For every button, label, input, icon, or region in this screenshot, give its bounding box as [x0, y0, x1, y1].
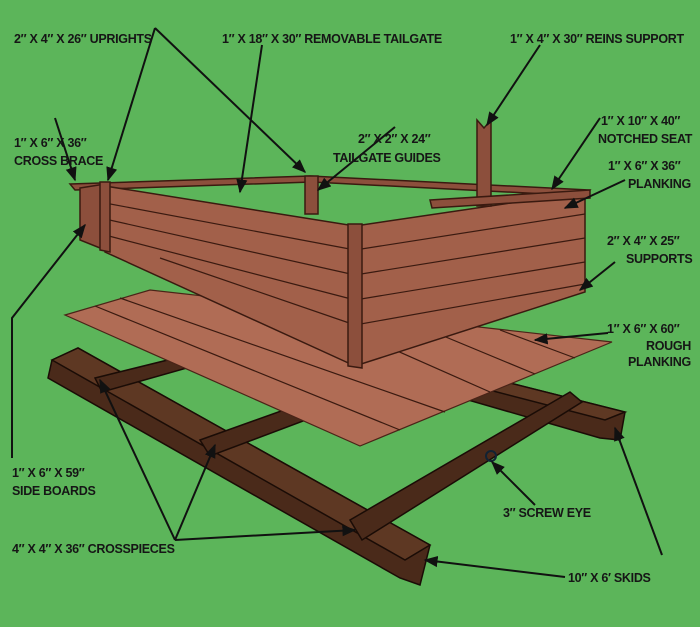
reins-support: [476, 118, 492, 207]
leader-lines: [11, 27, 663, 578]
upright-front: [347, 223, 363, 369]
label-planking-2: PLANKING: [628, 177, 691, 191]
label-notched-seat: 1″ X 10″ X 40″: [601, 114, 680, 128]
label-cross-brace: 1″ X 6″ X 36″: [14, 136, 87, 150]
label-tailgate-guides-2: TAILGATE GUIDES: [333, 151, 441, 165]
label-screw-eye: 3″ SCREW EYE: [503, 506, 591, 520]
label-uprights: 2″ X 4″ X 26″ UPRIGHTS: [14, 32, 152, 46]
label-supports: 2″ X 4″ X 25″: [607, 234, 680, 248]
label-crosspieces: 4″ X 4″ X 36″ CROSSPIECES: [12, 542, 175, 556]
label-side-boards: 1″ X 6″ X 59″: [12, 466, 85, 480]
front-crosspiece: [348, 391, 584, 542]
labels: 2″ X 4″ X 26″ UPRIGHTS 1″ X 18″ X 30″ RE…: [12, 32, 693, 585]
label-notched-seat-2: NOTCHED SEAT: [598, 132, 693, 146]
side-board-seams: [104, 202, 586, 326]
label-rough-planking-3: PLANKING: [628, 355, 691, 369]
tailgate-guide: [304, 175, 319, 215]
label-planking: 1″ X 6″ X 36″: [608, 159, 681, 173]
label-reins-support: 1″ X 4″ X 30″ REINS SUPPORT: [510, 32, 684, 46]
label-rough-planking: 1″ X 6″ X 60″: [607, 322, 680, 336]
box: [68, 118, 592, 369]
upright-left: [99, 181, 111, 253]
label-cross-brace-2: CROSS BRACE: [14, 154, 103, 168]
label-tailgate-guides: 2″ X 2″ X 24″: [358, 132, 431, 146]
screw-eye-icon: [485, 450, 497, 462]
label-side-boards-2: SIDE BOARDS: [12, 484, 96, 498]
label-tailgate: 1″ X 18″ X 30″ REMOVABLE TAILGATE: [222, 32, 442, 46]
label-rough-planking-2: ROUGH: [646, 339, 691, 353]
notched-seat: [429, 189, 591, 209]
label-skids: 10″ X 6′ SKIDS: [568, 571, 651, 585]
label-supports-2: SUPPORTS: [626, 252, 692, 266]
